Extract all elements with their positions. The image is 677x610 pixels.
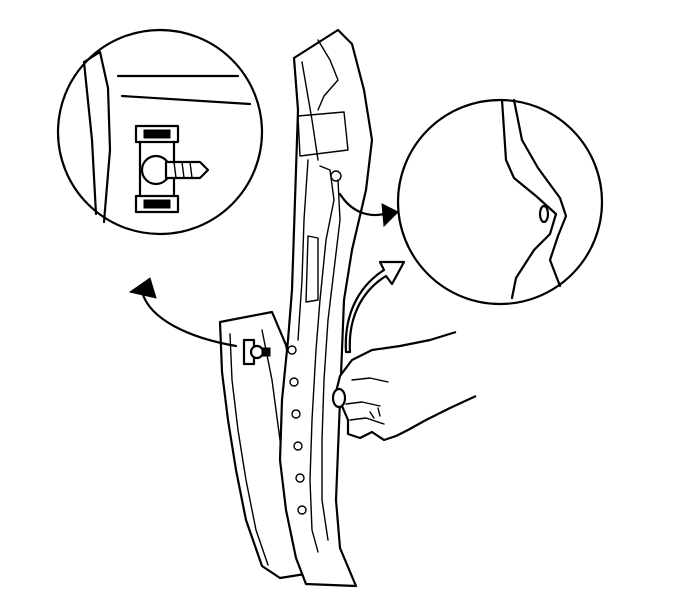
- callout-arrow-tab: [338, 192, 399, 228]
- callout-arrow-clip: [128, 277, 238, 348]
- clip-detail-view: [56, 28, 264, 236]
- edge-detail-view: [396, 98, 604, 306]
- hand: [331, 330, 477, 442]
- callout-arrow-hand: [344, 260, 406, 354]
- panel-clip: [242, 338, 271, 366]
- pillar-trim: [278, 28, 374, 588]
